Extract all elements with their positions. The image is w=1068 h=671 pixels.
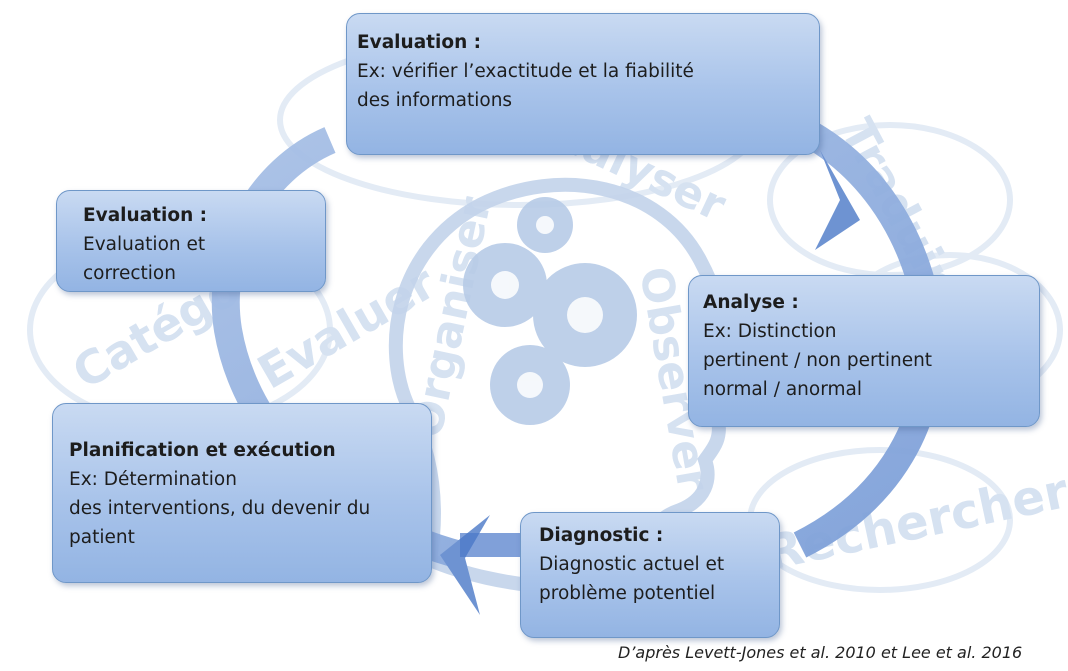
watermark-word-4: Rechercher [761,463,1068,582]
step-text: des interventions, du devenir du [69,498,371,519]
step-title: Evaluation : [357,32,482,53]
step-text: patient [69,527,135,548]
step-text: normal / anormal [703,379,862,400]
step-text: Ex: vérifier l’exactitude et la fiabilit… [357,61,694,82]
planification-step-box: Planification et exécution Ex: Détermina… [52,403,432,583]
step-title: Evaluation : [83,205,208,226]
step-text: problème potentiel [539,583,716,604]
evaluation-correction-box: Evaluation : Evaluation et correction [56,190,326,292]
step-text: Ex: Détermination [69,469,237,490]
step-text: pertinent / non pertinent [703,350,933,371]
source-caption: D’après Levett-Jones et al. 2010 et Lee … [618,643,1023,662]
step-title: Planification et exécution [69,440,336,461]
evaluation-step-box: Evaluation : Ex: vérifier l’exactitude e… [346,13,820,155]
step-text: Diagnostic actuel et [539,554,725,575]
step-text: Evaluation et [83,234,206,255]
step-title: Diagnostic : [539,525,664,546]
chevron-arrow-icon [440,515,490,615]
step-text: des informations [357,90,513,111]
chevron-arrow-icon [815,150,860,250]
diagnostic-step-box: Diagnostic : Diagnostic actuel et problè… [520,512,780,638]
analyse-step-box: Analyse : Ex: Distinction pertinent / no… [688,275,1040,427]
step-title: Analyse : [703,292,799,313]
step-text: correction [83,263,176,284]
step-text: Ex: Distinction [703,321,837,342]
